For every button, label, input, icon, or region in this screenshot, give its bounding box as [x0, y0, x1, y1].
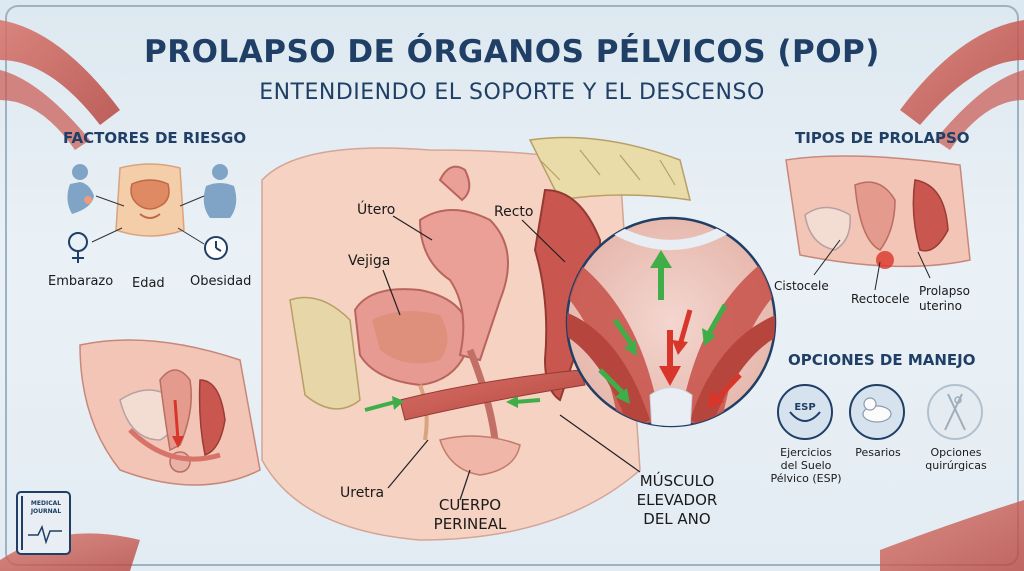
surgery-icon	[927, 384, 983, 440]
label-recto: Recto	[494, 204, 534, 220]
pelvic-exercise-icon	[777, 384, 833, 440]
logo-text: MEDICAL JOURNAL	[30, 500, 62, 515]
label-ejercicios: Ejercicios del Suelo Pélvico (ESP)	[770, 446, 842, 485]
pregnancy-icon	[67, 164, 94, 214]
medical-journal-logo-icon	[16, 491, 71, 555]
small-sagittal-illustration	[79, 339, 261, 486]
label-cuerpo-perineal: CUERPO PERINEAL	[433, 496, 507, 533]
risk-label-edad: Edad	[132, 276, 165, 291]
corner-muscle-bottom-right-icon	[880, 500, 1024, 571]
management-heading: OPCIONES DE MANEJO	[788, 351, 976, 369]
prolapse-types-illustration	[785, 155, 971, 291]
risk-label-embarazo: Embarazo	[48, 274, 114, 289]
pessary-icon	[849, 384, 905, 440]
risk-label-obesidad: Obesidad	[190, 274, 252, 289]
levator-zoom-circle	[565, 216, 777, 428]
outer-frame	[5, 5, 1019, 566]
page-subtitle: ENTENDIENDO EL SOPORTE Y EL DESCENSO	[259, 80, 765, 105]
label-musculo-elevador: MÚSCULO ELEVADOR DEL ANO	[636, 472, 718, 528]
torso-intestine-icon	[115, 163, 185, 237]
label-cistocele: Cistocele	[774, 279, 829, 293]
label-prolapso-uterino: Prolapso uterino	[919, 284, 970, 313]
label-leaders	[382, 215, 641, 501]
risk-connectors	[91, 195, 205, 245]
corner-muscle-top-right-icon	[900, 20, 1024, 150]
label-rectocele: Rectocele	[851, 292, 910, 306]
esp-badge: ESP	[794, 402, 816, 413]
label-utero: Útero	[357, 202, 396, 218]
female-symbol-icon	[68, 232, 88, 263]
prolapse-types-heading: TIPOS DE PROLAPSO	[795, 129, 970, 147]
label-quirurgicas: Opciones quirúrgicas	[925, 446, 987, 472]
clock-icon	[204, 236, 228, 260]
obesity-icon	[203, 164, 237, 218]
label-pesarios: Pesarios	[855, 446, 901, 459]
page-title: PROLAPSO DE ÓRGANOS PÉLVICOS (POP)	[144, 34, 880, 70]
label-vejiga: Vejiga	[348, 253, 391, 269]
main-sagittal-anatomy	[261, 136, 691, 541]
label-uretra: Uretra	[340, 485, 385, 501]
corner-muscle-top-left-icon	[0, 20, 120, 150]
risk-factors-heading: FACTORES DE RIESGO	[63, 129, 247, 147]
